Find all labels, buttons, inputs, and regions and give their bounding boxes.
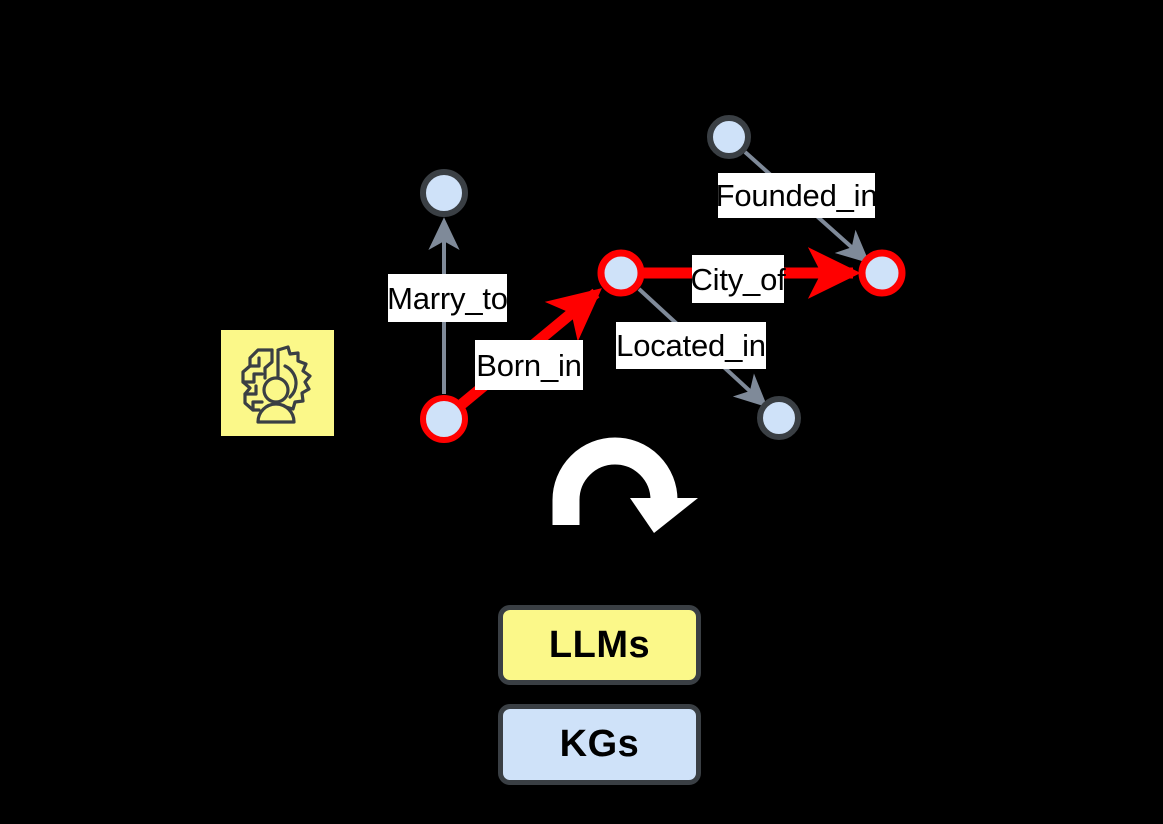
- curved-down-arrow: [552, 437, 698, 533]
- edge-label-marry-to-text: Marry_to: [387, 280, 508, 316]
- edge-label-born-in: Born_in: [475, 340, 583, 390]
- graph-nodes: [420, 115, 906, 443]
- node-spouse[interactable]: [420, 169, 468, 217]
- node-founder[interactable]: [707, 115, 751, 159]
- llms-box-label: LLMs: [548, 623, 651, 666]
- kgs-box-label: KGs: [559, 723, 640, 765]
- edge-label-located-in: Located_in: [616, 322, 766, 369]
- edge-label-born-in-text: Born_in: [476, 347, 582, 383]
- kgs-box[interactable]: KGs: [498, 704, 701, 785]
- edge-label-city-of: City_of: [690, 255, 786, 303]
- llms-box[interactable]: LLMs: [498, 605, 701, 685]
- ai-agent-icon: [240, 345, 312, 424]
- edge-label-marry-to: Marry_to: [387, 274, 508, 322]
- node-city[interactable]: [597, 249, 645, 297]
- node-country[interactable]: [858, 249, 906, 297]
- edge-label-located-in-text: Located_in: [616, 328, 766, 363]
- edge-label-founded-in-text: Founded_in: [715, 178, 878, 213]
- edge-label-founded-in: Founded_in: [715, 173, 878, 218]
- node-region[interactable]: [757, 396, 801, 440]
- ai-agent-icon-tile[interactable]: [221, 330, 334, 436]
- node-person[interactable]: [420, 395, 468, 443]
- edge-label-city-of-text: City_of: [690, 261, 786, 297]
